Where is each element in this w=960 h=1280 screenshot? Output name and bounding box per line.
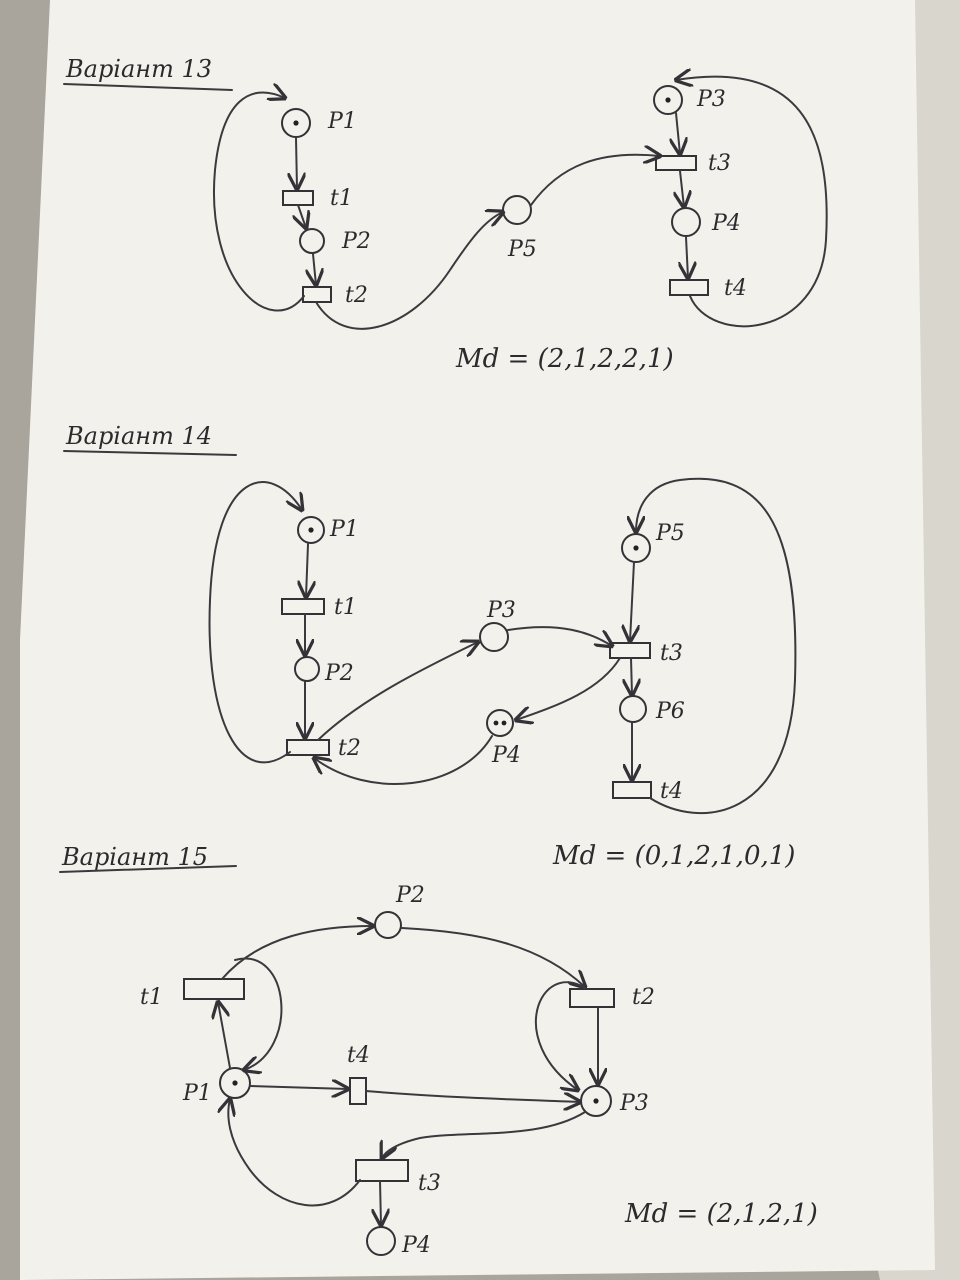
paper-sheet — [20, 0, 935, 1280]
marking-md: Md = (2,1,2,1) — [624, 1199, 818, 1229]
marking-md: Md = (0,1,2,1,0,1) — [552, 841, 795, 871]
token — [308, 527, 314, 533]
arc-p5-t3 — [630, 561, 634, 641]
arc-t4-p3 — [365, 1090, 580, 1102]
arc-t3-p4 — [516, 657, 621, 720]
arc-p4-t4 — [686, 236, 688, 278]
transition-t2 — [302, 286, 332, 303]
arc-p1-t4 — [249, 1086, 348, 1089]
place-label: P2 — [341, 229, 371, 254]
arc-p3-t3 — [676, 112, 680, 154]
arc-t2-p1 — [212, 93, 305, 312]
heading-underline — [63, 83, 233, 91]
token — [593, 1098, 599, 1104]
transition-t4 — [612, 781, 652, 799]
heading-underline — [59, 865, 237, 873]
place-p2 — [374, 911, 402, 939]
arc-p5-t3 — [530, 155, 660, 206]
place-p2 — [294, 656, 320, 682]
transition-label: t2 — [632, 985, 655, 1010]
transition-t2 — [286, 739, 330, 756]
transition-t1 — [281, 598, 325, 615]
transition-t3 — [355, 1159, 409, 1182]
token — [293, 120, 299, 126]
variant-14: Варіант 14 P1 t1 P2 t2 P3 P4 P5 t3 P6 t4 — [63, 422, 797, 871]
place-label: P5 — [655, 521, 685, 546]
transition-t3 — [609, 642, 651, 659]
variant-15: Варіант 15 P2 t1 t2 P1 t4 P3 t3 P4 Md = — [59, 843, 818, 1258]
place-label: P4 — [711, 211, 741, 236]
place-label: P5 — [507, 237, 537, 262]
arc-t2-p3 — [317, 642, 478, 741]
place-p3 — [653, 85, 683, 115]
place-p2 — [299, 228, 325, 254]
token — [633, 545, 639, 551]
arc-p4-t2 — [314, 735, 493, 785]
place-label: P1 — [329, 517, 359, 542]
transition-label: t3 — [708, 151, 731, 176]
place-label: P4 — [491, 743, 521, 768]
place-p1 — [281, 108, 311, 138]
arc-p3-t3 — [507, 626, 612, 646]
place-label: P3 — [696, 87, 726, 112]
arc-p1-t1 — [218, 1002, 231, 1069]
arc-p1-t1 — [306, 543, 308, 597]
transition-t4 — [669, 279, 709, 296]
transition-label: t2 — [338, 736, 361, 761]
transition-t2 — [569, 988, 615, 1008]
variant-13-heading: Варіант 13 — [65, 55, 212, 83]
variant-14-heading: Варіант 14 — [65, 422, 212, 450]
place-label: P3 — [619, 1091, 649, 1116]
arc-p2-t2 — [401, 927, 585, 987]
transition-t3 — [655, 155, 697, 171]
arc-t1-p2 — [221, 926, 373, 980]
place-label: P3 — [486, 598, 516, 623]
arc-t1-p2 — [298, 204, 306, 228]
token — [501, 720, 507, 726]
arc-t3-p4 — [680, 170, 684, 207]
place-label: P6 — [655, 699, 685, 724]
transition-label: t1 — [140, 985, 163, 1010]
place-label: P4 — [401, 1233, 431, 1258]
transition-label: t3 — [418, 1171, 441, 1196]
arc-t2-p3 — [534, 981, 586, 1090]
place-label: P1 — [182, 1081, 212, 1106]
place-p1 — [297, 516, 325, 544]
arc-t2-p5 — [315, 212, 503, 330]
transition-t1 — [282, 190, 314, 206]
transition-t1 — [183, 978, 245, 1000]
arc-p3-t3 — [382, 1111, 586, 1158]
arc-p2-t2 — [313, 253, 316, 285]
transition-label: t2 — [345, 283, 368, 308]
arc-t1-p1 — [234, 957, 283, 1070]
place-p5 — [621, 533, 651, 563]
transition-label: t4 — [347, 1043, 370, 1068]
transition-label: t3 — [660, 641, 683, 666]
place-label: P2 — [395, 883, 425, 908]
marking-md: Md = (2,1,2,2,1) — [455, 344, 674, 374]
variant-15-heading: Варіант 15 — [61, 843, 208, 871]
place-label: P2 — [324, 661, 354, 686]
token — [493, 720, 499, 726]
token — [665, 97, 671, 103]
arc-p1-t1 — [296, 137, 297, 189]
arc-t4-p3 — [676, 77, 828, 328]
transition-label: t1 — [334, 595, 357, 620]
transition-label: t4 — [660, 779, 683, 804]
arc-t2-p1 — [208, 481, 302, 764]
transition-label: t1 — [330, 186, 353, 211]
heading-underline — [63, 450, 237, 456]
place-label: P1 — [327, 109, 357, 134]
transition-label: t4 — [724, 276, 747, 301]
variant-13: Варіант 13 P1 t1 P2 t2 P5 P3 t3 P4 t4 — [63, 55, 828, 374]
token — [232, 1080, 238, 1086]
arc-t3-p1 — [228, 1099, 361, 1207]
arc-t4-p5 — [636, 477, 797, 815]
arc-t3-p6 — [631, 657, 632, 695]
transition-t4 — [349, 1077, 367, 1105]
place-p3 — [479, 622, 509, 652]
arc-t3-p4 — [380, 1180, 381, 1225]
